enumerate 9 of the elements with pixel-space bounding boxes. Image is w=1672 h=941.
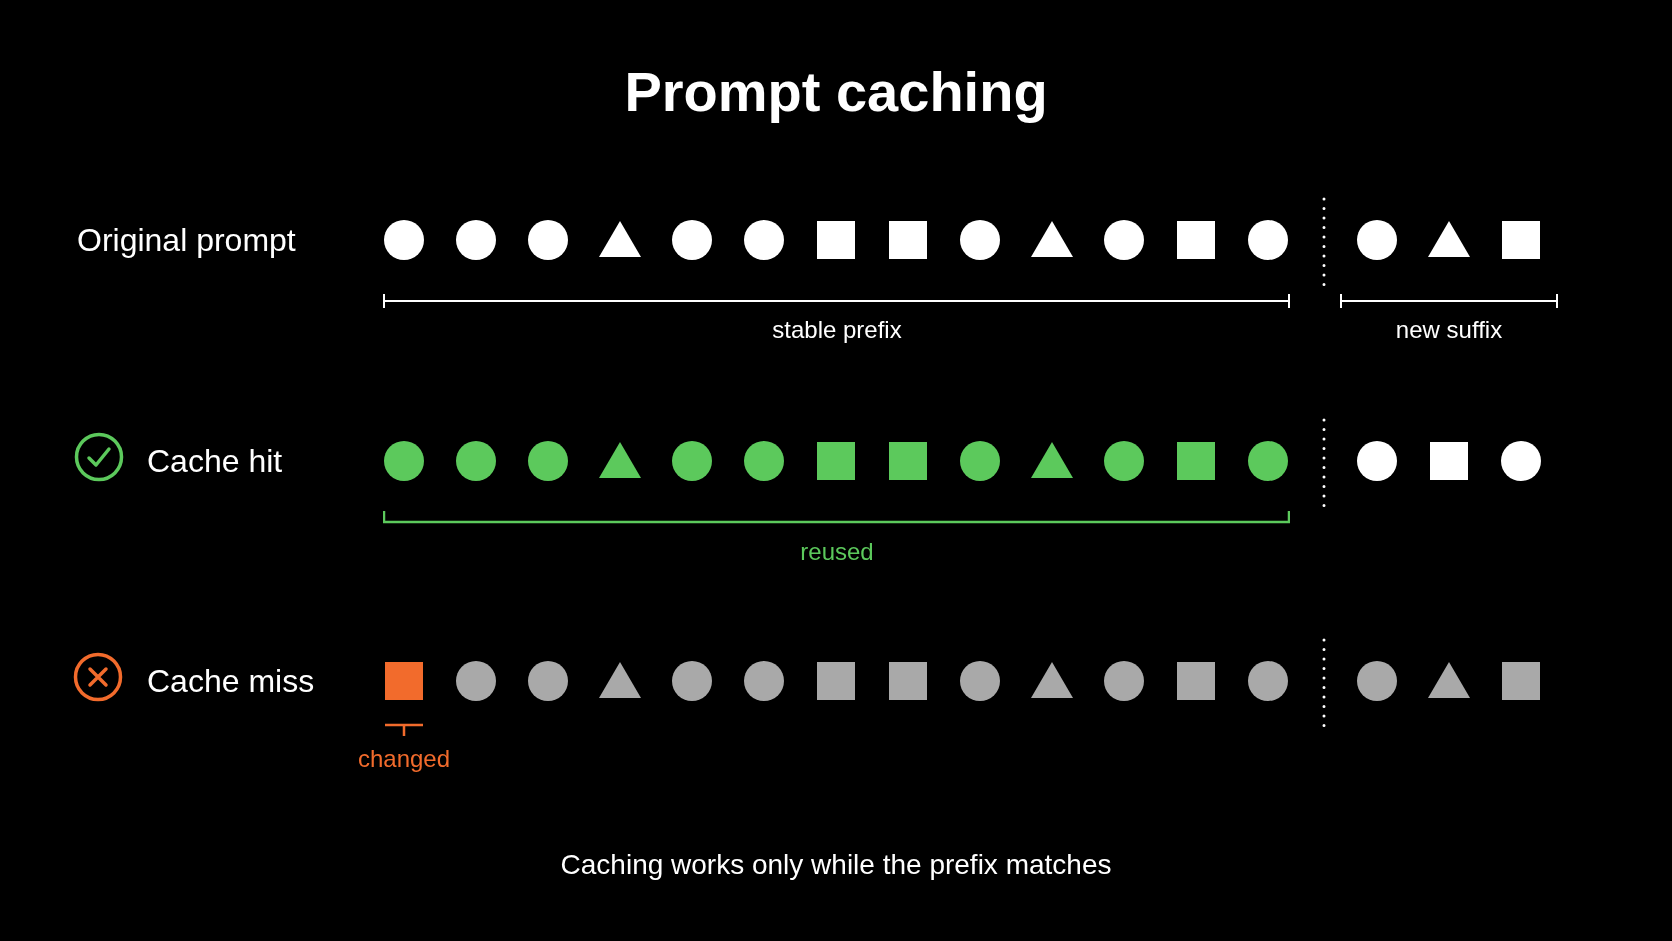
bracket-label: new suffix <box>1395 316 1503 344</box>
bracket-label: changed <box>357 745 451 773</box>
title: Prompt caching <box>624 59 1048 125</box>
bracket-label: reused <box>800 538 874 566</box>
row-label: Cache miss <box>147 662 315 700</box>
row-label: Original prompt <box>77 221 296 259</box>
bracket-label: stable prefix <box>772 316 902 344</box>
caption: Caching works only while the prefix matches <box>560 848 1112 882</box>
row-label: Cache hit <box>147 442 283 480</box>
